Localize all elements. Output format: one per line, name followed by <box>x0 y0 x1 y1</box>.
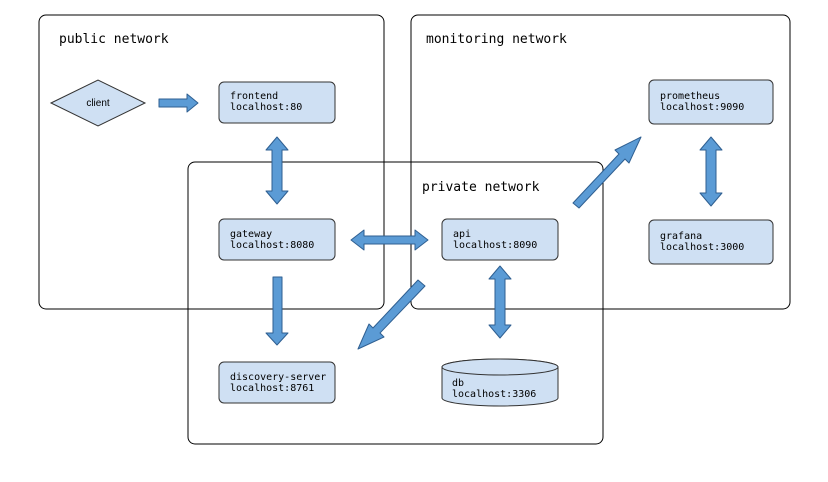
frontend-node: frontend localhost:80 <box>218 81 336 124</box>
gateway-node: gateway localhost:8080 <box>218 218 336 261</box>
client-label: client <box>86 98 110 109</box>
api-name: api <box>453 229 471 240</box>
api-node: api localhost:8090 <box>441 218 559 261</box>
grafana-name: grafana <box>660 231 702 242</box>
arrow-api-db <box>488 265 512 339</box>
arrow-frontend-gateway <box>265 136 289 205</box>
grafana-node: grafana localhost:3000 <box>648 219 774 265</box>
db-name: db <box>452 378 464 389</box>
private-network-label: private network <box>422 180 540 195</box>
discovery-server-address: localhost:8761 <box>230 383 314 394</box>
arrow-gateway-to-discovery <box>265 276 289 346</box>
prometheus-node: prometheus localhost:9090 <box>648 79 774 125</box>
db-address: localhost:3306 <box>452 389 536 400</box>
discovery-server-name: discovery-server <box>230 372 326 383</box>
prometheus-address: localhost:9090 <box>660 102 744 113</box>
public-network-label: public network <box>59 32 169 47</box>
discovery-server-node: discovery-server localhost:8761 <box>218 361 336 404</box>
arrow-api-to-prometheus <box>572 136 642 209</box>
monitoring-network-label: monitoring network <box>426 32 567 47</box>
arrow-client-to-frontend <box>158 93 199 113</box>
frontend-name: frontend <box>230 91 278 102</box>
client-node: client <box>49 79 147 127</box>
gateway-address: localhost:8080 <box>230 240 314 251</box>
db-node: db localhost:3306 <box>441 358 559 407</box>
arrow-prometheus-grafana <box>699 136 723 207</box>
api-address: localhost:8090 <box>453 240 537 251</box>
arrow-api-to-discovery <box>357 279 426 350</box>
frontend-address: localhost:80 <box>230 102 302 113</box>
gateway-name: gateway <box>230 229 272 240</box>
prometheus-name: prometheus <box>660 91 720 102</box>
arrow-gateway-api <box>350 229 429 251</box>
grafana-address: localhost:3000 <box>660 242 744 253</box>
private-network-boundary <box>187 161 604 445</box>
